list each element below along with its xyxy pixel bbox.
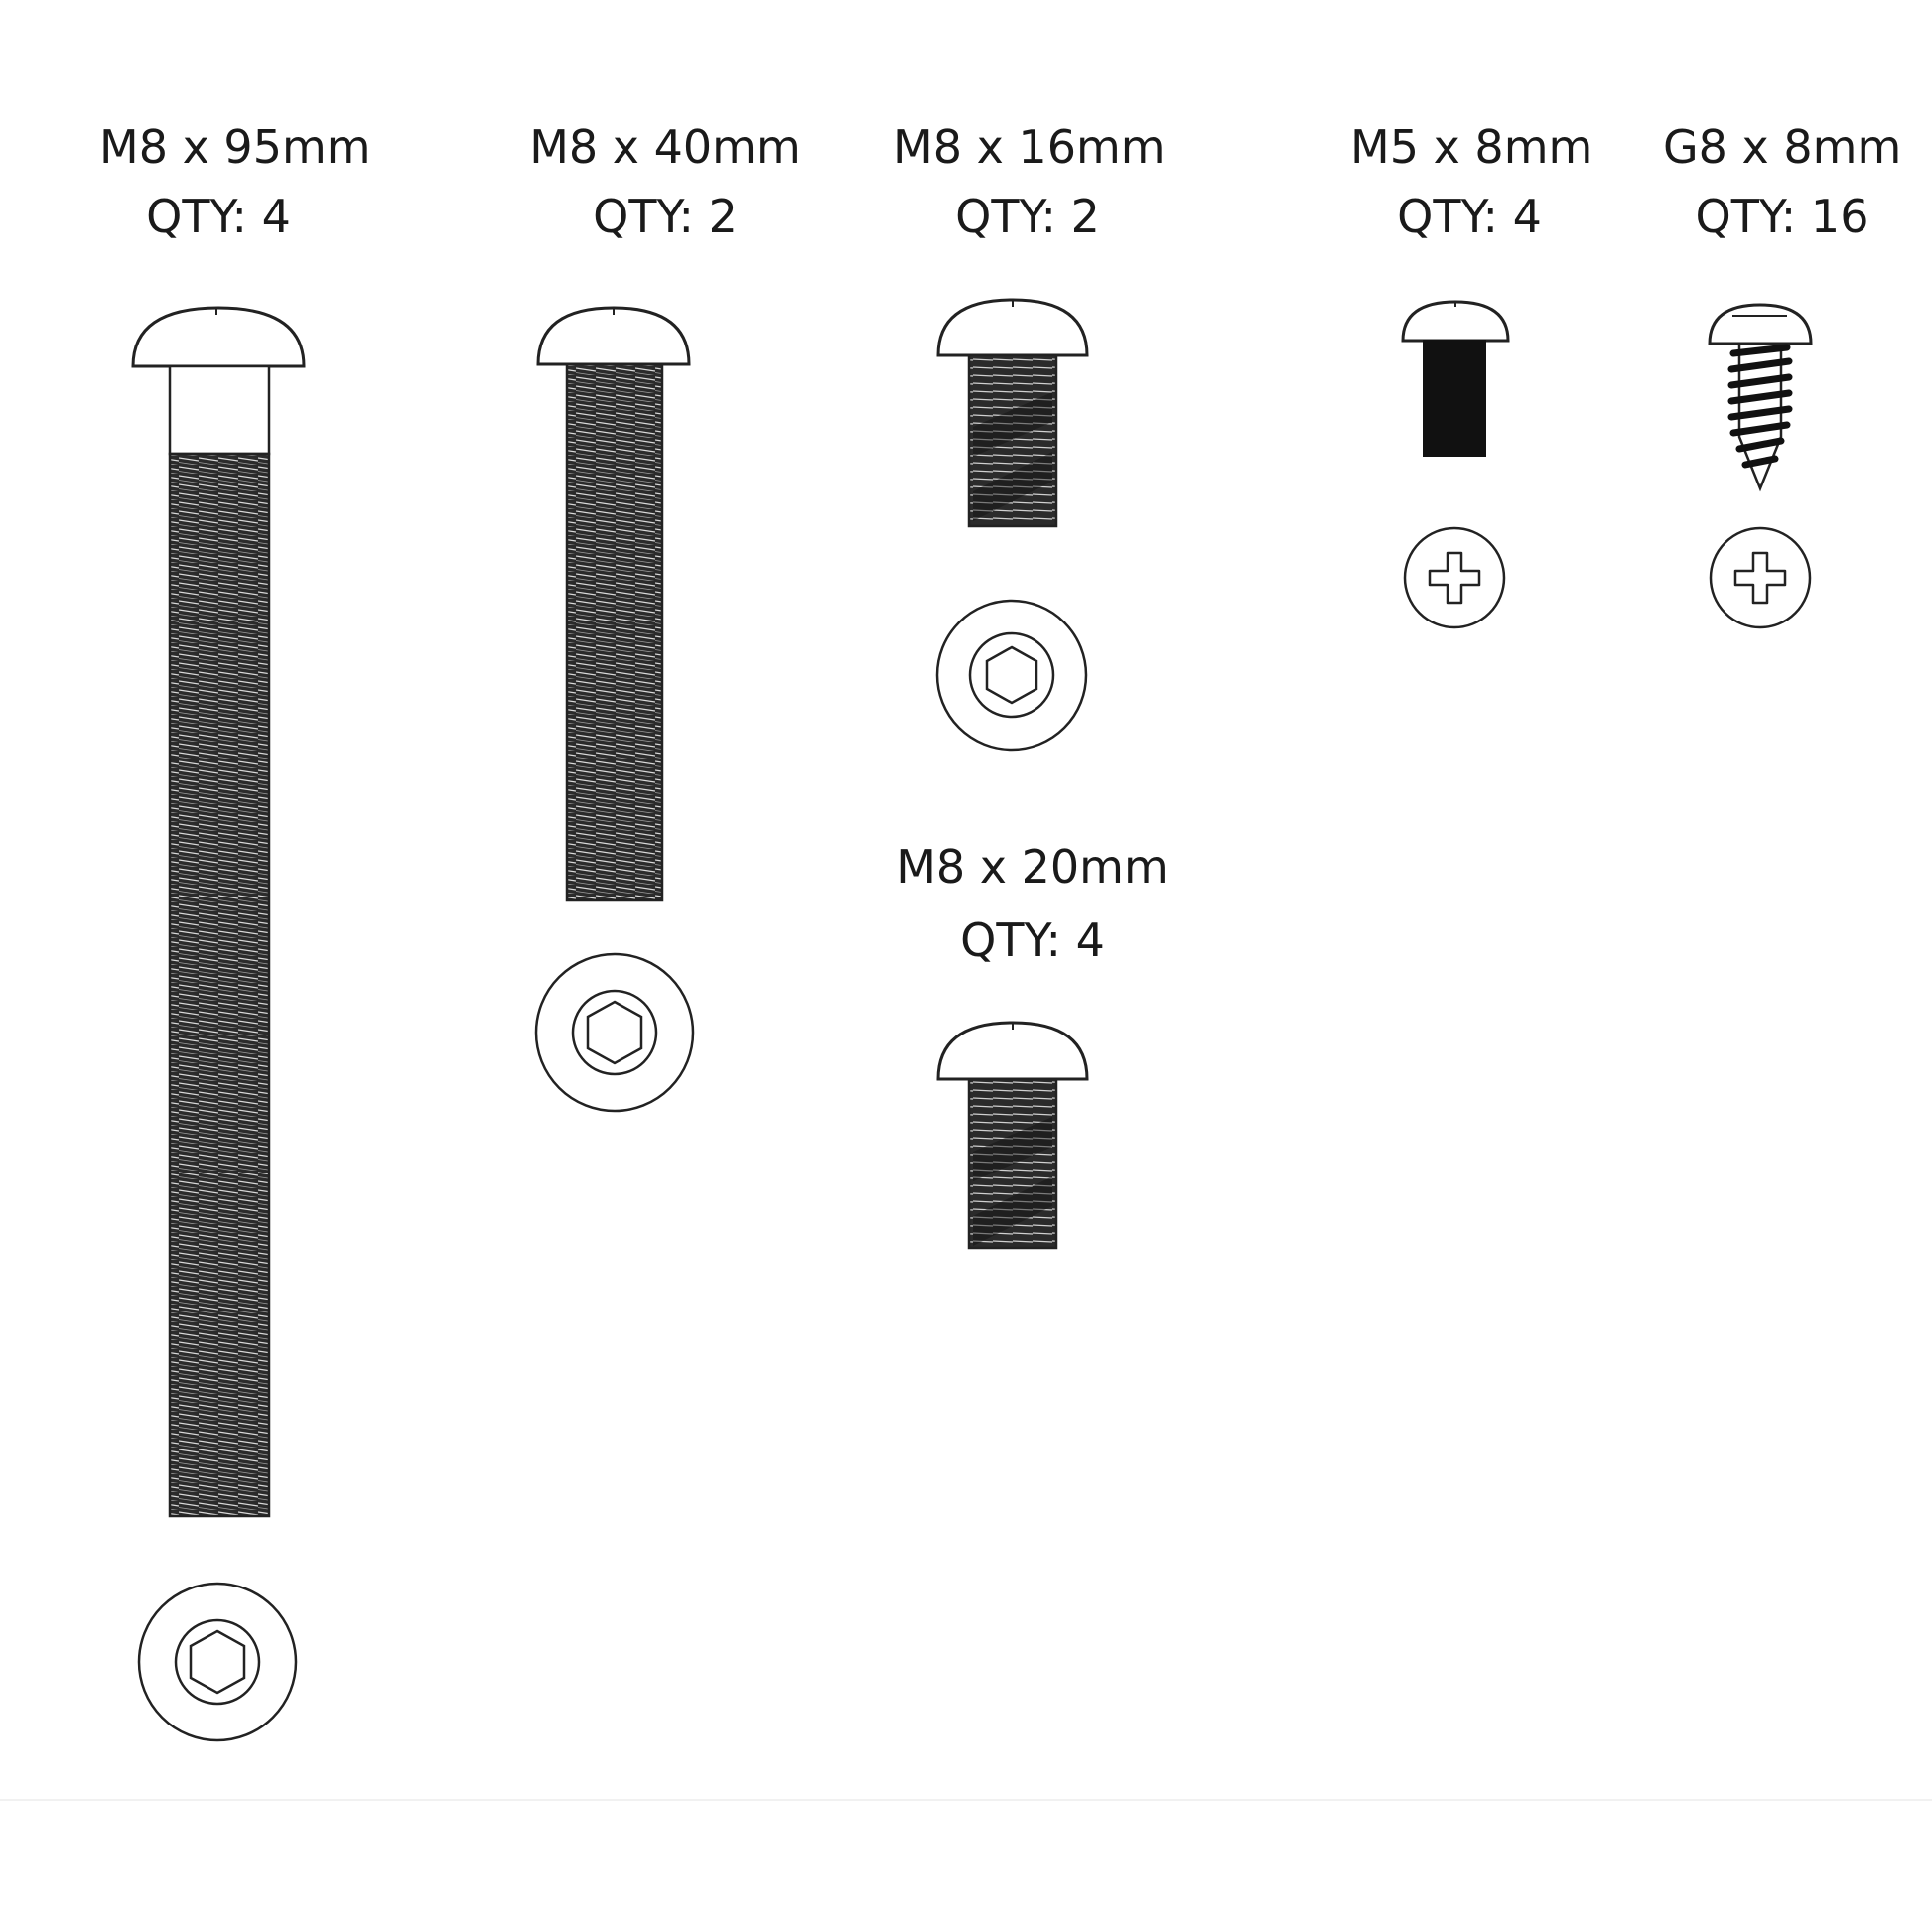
screw-m5x8-phillips-drive-icon: [1403, 526, 1506, 629]
part-qty: QTY: 4: [146, 190, 291, 243]
screw-g8x8-phillips-drive-icon: [1709, 526, 1812, 629]
part-label-m5x8: M5 x 8mm QTY: 4: [1350, 120, 1593, 243]
bolt-m8x16-hex-drive-icon: [935, 599, 1088, 752]
screw-g8x8-side-icon: [1708, 303, 1813, 492]
bolt-m8x40-hex-drive-icon: [534, 952, 695, 1113]
bolt-m8x16-side-icon: [936, 298, 1089, 528]
screw-m5x8-side-icon: [1401, 300, 1510, 457]
part-qty: QTY: 2: [955, 190, 1100, 243]
part-qty: QTY: 2: [593, 190, 738, 243]
part-label-g8x8: G8 x 8mm QTY: 16: [1663, 124, 1901, 239]
bolt-m8x95-hex-drive-icon: [137, 1582, 298, 1742]
bottom-divider: [0, 1799, 1932, 1801]
part-qty: QTY: 4: [960, 913, 1105, 967]
bolt-m8x40-side-icon: [536, 306, 691, 902]
part-label-m8x40: M8 x 40mm QTY: 2: [526, 124, 804, 239]
part-qty: QTY: 4: [1397, 190, 1542, 243]
bolt-m8x20-side-icon: [936, 1021, 1089, 1250]
part-size: M8 x 16mm: [894, 120, 1166, 174]
bolt-m8x95-side-icon: [131, 306, 306, 1518]
part-size: M8 x 20mm: [897, 840, 1169, 894]
part-label-m8x95: M8 x 95mm QTY: 4: [99, 120, 371, 243]
part-size: M5 x 8mm: [1350, 120, 1593, 174]
part-size: M8 x 95mm: [99, 120, 371, 174]
part-qty: QTY: 16: [1695, 190, 1869, 243]
part-label-m8x16: M8 x 16mm QTY: 2: [894, 120, 1166, 243]
part-size: G8 x 8mm: [1663, 120, 1902, 174]
part-size: M8 x 40mm: [529, 120, 801, 174]
part-label-m8x20: M8 x 20mm QTY: 4: [894, 844, 1172, 963]
